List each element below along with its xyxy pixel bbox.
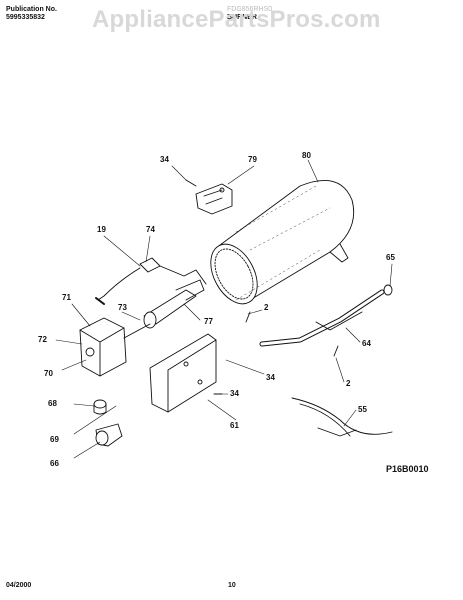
- bracket-79: [195, 183, 233, 215]
- callout-77: 77: [204, 317, 213, 326]
- gas-valve: [79, 317, 151, 377]
- fitting-68: [93, 399, 107, 415]
- callout-69: 69: [50, 435, 59, 444]
- footer-page: 10: [228, 582, 236, 589]
- elbow-66: [95, 423, 123, 447]
- callout-34a: 34: [160, 155, 169, 164]
- callout-65: 65: [386, 253, 395, 262]
- callout-80: 80: [302, 151, 311, 160]
- burner-nozzle: [143, 279, 205, 329]
- gas-pipe-64: [259, 284, 393, 347]
- callout-61: 61: [230, 421, 239, 430]
- callout-34b: 34: [266, 373, 275, 382]
- figure-code: P16B0010: [386, 464, 429, 474]
- screw-2b: [333, 345, 339, 357]
- footer-date: 04/2000: [6, 582, 32, 589]
- callout-70: 70: [44, 369, 53, 378]
- callout-2a: 2: [264, 303, 269, 312]
- bracket-61: [149, 333, 217, 413]
- burner-drum: [210, 179, 355, 305]
- callout-79: 79: [248, 155, 257, 164]
- callout-labels: 34 79 80 19 74 65 71 73 2 77 72 64 70 34…: [38, 151, 429, 474]
- callout-2b: 2: [346, 379, 351, 388]
- callout-34c: 34: [230, 389, 239, 398]
- callout-64: 64: [362, 339, 371, 348]
- callout-68: 68: [48, 399, 57, 408]
- igniter-74: [95, 257, 207, 305]
- callout-73: 73: [118, 303, 127, 312]
- screw-34a: [185, 179, 197, 187]
- callout-55: 55: [358, 405, 367, 414]
- section-title: BURNER: [227, 14, 257, 21]
- model-number: FDG856RHS0: [227, 6, 273, 13]
- callout-66: 66: [50, 459, 59, 468]
- watermark: AppliancePartsPros.com: [92, 6, 381, 33]
- callout-72: 72: [38, 335, 47, 344]
- callout-74: 74: [146, 225, 155, 234]
- callout-19: 19: [97, 225, 106, 234]
- wire-harness-55: [291, 397, 393, 437]
- callout-71: 71: [62, 293, 71, 302]
- publication-label: Publication No.: [6, 6, 57, 13]
- publication-number: 5995335832: [6, 14, 45, 21]
